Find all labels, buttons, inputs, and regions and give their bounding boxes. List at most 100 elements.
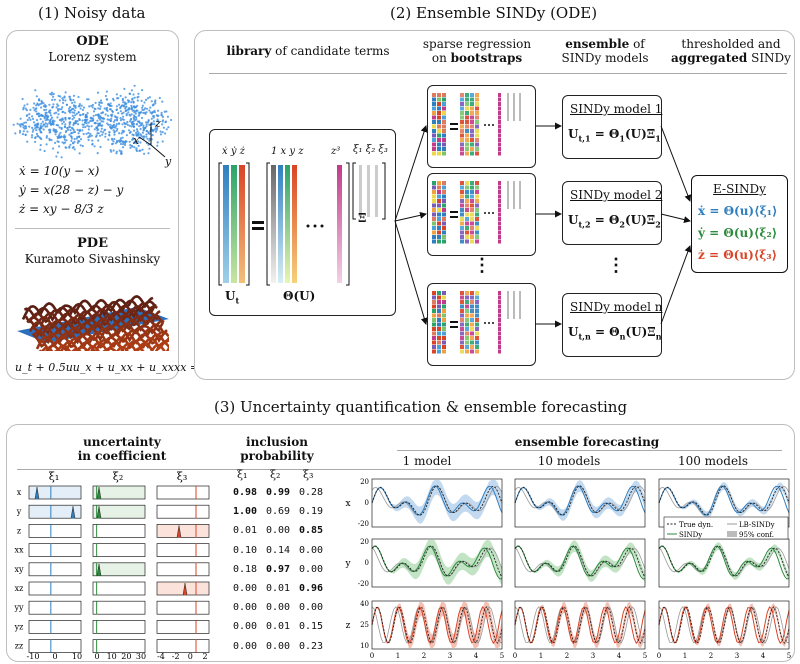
y-tick-label: 0 [365, 499, 369, 507]
ode-eq3: ż = xy − 8/3 z [19, 202, 104, 216]
row-label: xz [15, 584, 24, 593]
x-tick-label: 5 [500, 652, 504, 660]
lb-sindy-line [658, 485, 790, 516]
tick-label: -4 [157, 652, 165, 661]
coef-box [92, 504, 146, 519]
sindy-line [658, 605, 790, 645]
inclusion-value: 0.23 [299, 640, 324, 652]
lb-sindy-line [514, 606, 646, 644]
equals-bottom [450, 326, 458, 328]
esindy-eq2: ẏ = Θ(u)⟨ξ₂⟩ [698, 226, 778, 240]
y-tick-label: 25 [360, 621, 369, 629]
pde-heading: PDE [77, 236, 108, 251]
inclusion-value: 0.00 [266, 640, 291, 652]
legend-label: SINDy [679, 531, 702, 539]
legend-label: 95% conf. [739, 531, 774, 539]
lb-sindy-line [658, 545, 790, 577]
row-label: xx [14, 546, 24, 555]
tick-label: 10 [107, 652, 117, 661]
equals-bottom [450, 128, 458, 130]
inclusion-value: 0.85 [299, 525, 324, 537]
row-label: yz [14, 622, 24, 631]
true-dynamics-line [514, 606, 646, 644]
tick-label: 0 [52, 652, 57, 661]
x-axis-label: time, s [710, 660, 737, 661]
x-tick-label: 5 [787, 652, 791, 660]
inclusion-value: 0.01 [233, 525, 258, 537]
inclusion-value: 0.01 [266, 621, 291, 633]
forecasting-header: ensemble forecasting [514, 435, 660, 449]
theta-bracket-right [346, 162, 350, 286]
x-tick-label: 0 [657, 652, 661, 660]
equals-bottom [450, 216, 458, 218]
lib-top-z3: z³ [331, 146, 341, 157]
coef-box [28, 620, 82, 634]
coef-box [28, 639, 82, 653]
fore-axes [514, 478, 646, 528]
tick-label: 20 [121, 652, 131, 661]
density-peak [70, 506, 76, 519]
col-regression-header: sparse regression on bootstraps [422, 37, 532, 65]
y-tick-label: 0 [365, 559, 369, 567]
x-tick-label: 4 [474, 652, 479, 660]
y-tick-label: 20 [360, 478, 369, 486]
pde-subtitle: Kuramoto Sivashinsky [24, 252, 161, 266]
ellipsis-dot-3 [320, 224, 324, 228]
sindy-line [371, 605, 503, 645]
density-peak [96, 506, 102, 519]
row-label: y [16, 507, 22, 516]
coef-box [28, 600, 82, 615]
sindy-line [658, 485, 790, 516]
x-tick-label: 2 [422, 652, 426, 660]
theta-column-y [285, 165, 290, 283]
u-bracket-left [218, 162, 222, 286]
inclusion-value: 0.01 [266, 583, 291, 594]
equals-top [450, 321, 458, 323]
inclusion-value: 0.00 [299, 563, 324, 575]
inclusion-value: 0.19 [299, 506, 324, 518]
inclusion-value: 0.14 [266, 544, 291, 556]
x-tick-label: 1 [396, 652, 400, 660]
coef-box [156, 504, 210, 519]
inclusion-col-label: ξ₃ [303, 468, 314, 481]
x-tick-label: 0 [513, 652, 517, 660]
lib-top-u: ẋ ẏ ż [222, 146, 245, 157]
axis-z-label: z [155, 117, 161, 130]
density-peak [182, 582, 188, 596]
x-tick-label: 0 [370, 652, 374, 660]
confidence-band [372, 540, 502, 586]
u-column-x [223, 165, 229, 283]
true-dynamics-line [371, 485, 503, 516]
inclusion-value: 0.96 [299, 583, 324, 594]
legend-label: LB-SINDy [739, 521, 775, 529]
equals-top [252, 221, 264, 224]
x-tick-label: 4 [617, 652, 622, 660]
coef-box [156, 581, 210, 596]
col-ensemble-header: ensemble of SINDy models [561, 37, 649, 65]
inclusion-value: 0.28 [299, 487, 324, 498]
sindy-model-box-2: SINDy model 2 Ut,2 = Θ2(U)Ξ2 [562, 181, 662, 245]
coef-box [92, 485, 146, 500]
row-label: z [17, 526, 21, 535]
bootstrap-1 [432, 93, 521, 156]
xi-label: ξ₁ [49, 471, 59, 483]
inclusion-value: 0.18 [233, 563, 258, 575]
xi-bracket-left [352, 162, 356, 220]
ellipsis-dot-3 [492, 322, 494, 324]
confidence-band [515, 540, 645, 583]
sindy-model-box-1: SINDy model 1 Ut,1 = Θ1(U)Ξ1 [562, 95, 662, 159]
sindy-model-eq: Ut,2 = Θ2(U)Ξ2 [568, 213, 661, 230]
ellipsis-dot-1 [306, 224, 310, 228]
tick-label: -2 [172, 652, 180, 661]
coef-box [28, 485, 82, 500]
x-axis-label: time, s [423, 660, 450, 661]
y-tick-label: 10 [360, 642, 369, 650]
xi-column-3 [375, 165, 378, 217]
inclusion-value: 0.10 [233, 544, 258, 556]
fore-axes [371, 600, 503, 650]
ellipsis-dot-1 [484, 124, 486, 126]
inclusion-value: 0.97 [266, 563, 291, 575]
kuramoto-surface [17, 295, 169, 351]
row-label: xy [14, 565, 24, 574]
